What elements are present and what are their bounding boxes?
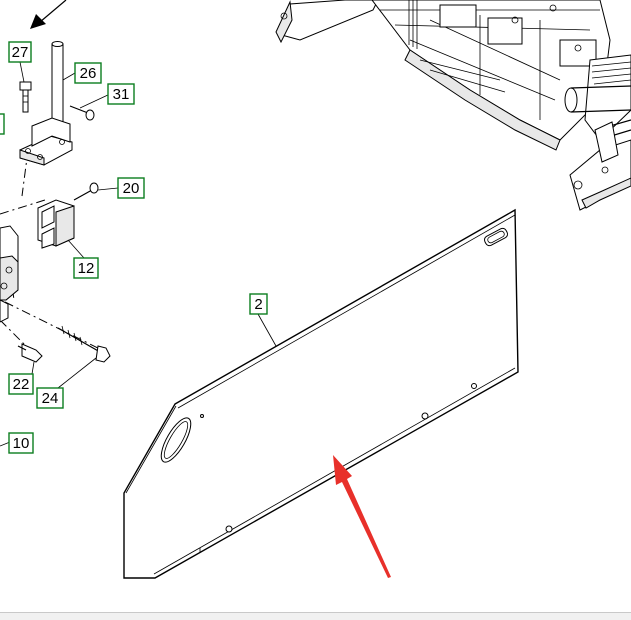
bolt-27: [19, 81, 32, 113]
side-bracket: [0, 225, 19, 323]
svg-text:20: 20: [123, 180, 140, 197]
callout-24: 24: [36, 387, 64, 409]
svg-text:24: 24: [42, 390, 59, 407]
svg-text:22: 22: [13, 376, 30, 393]
callout-10: 10: [8, 432, 34, 454]
svg-text:12: 12: [78, 260, 95, 277]
fitting-22: [17, 343, 43, 363]
callout-3: 3: [0, 113, 5, 135]
callout-31: 31: [107, 83, 135, 105]
machine-assembly: [275, 0, 631, 211]
bolt-31: [69, 105, 95, 121]
callout-20: 20: [117, 177, 145, 199]
callout-2: 2: [249, 293, 268, 315]
post-assembly: [19, 41, 73, 166]
bolt-24: [57, 325, 111, 363]
window-bottom-edge: [0, 612, 631, 620]
callout-26: 26: [74, 62, 102, 84]
callout-12: 12: [73, 257, 99, 279]
svg-text:2: 2: [254, 296, 262, 313]
svg-text:10: 10: [13, 435, 30, 452]
clamp-block-12: [37, 199, 75, 249]
side-panel-part-2: [123, 208, 519, 579]
bolt-20: [73, 182, 99, 201]
svg-text:27: 27: [12, 44, 29, 61]
callout-22: 22: [8, 373, 34, 395]
callout-27: 27: [8, 41, 32, 63]
svg-text:26: 26: [80, 65, 97, 82]
direction-arrow: [30, 0, 67, 29]
svg-text:31: 31: [113, 86, 130, 103]
annotation-arrow: [333, 455, 391, 578]
